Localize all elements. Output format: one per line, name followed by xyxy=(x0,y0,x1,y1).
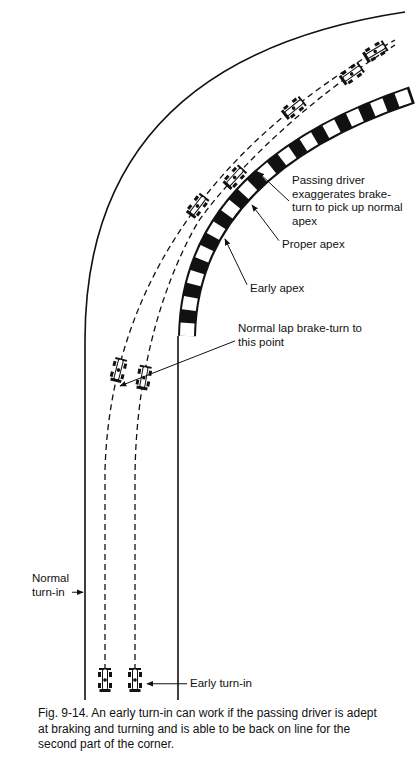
figure-caption: Fig. 9-14. An early turn-in can work if … xyxy=(38,706,383,753)
cars xyxy=(98,39,389,692)
curb-checks xyxy=(187,95,412,336)
race-car xyxy=(109,357,128,384)
callout-label: Normal lap brake-turn to this point xyxy=(238,322,378,349)
normal-line xyxy=(105,40,395,690)
leader-line xyxy=(120,341,235,386)
callout-label: Proper apex xyxy=(282,238,392,252)
race-car xyxy=(98,668,112,692)
leader-line xyxy=(225,239,247,285)
race-car xyxy=(280,95,307,121)
leader-line xyxy=(72,592,83,593)
race-car xyxy=(361,39,389,63)
leaders xyxy=(72,172,289,684)
leader-line xyxy=(252,205,279,241)
race-car xyxy=(135,365,153,391)
callout-label: Early apex xyxy=(250,282,360,296)
race-car xyxy=(221,164,248,191)
leader-line xyxy=(147,683,187,684)
leader-line xyxy=(258,172,289,201)
race-car xyxy=(128,668,142,692)
race-car xyxy=(185,192,211,220)
early-line xyxy=(135,45,395,690)
curb xyxy=(187,95,412,336)
callout-label: Passing driver exaggerates brake-turn to… xyxy=(292,174,404,228)
callout-label: Normal turn-in xyxy=(32,572,80,599)
callout-label: Early turn-in xyxy=(190,677,300,691)
inner-track-edge xyxy=(177,336,179,700)
race-car xyxy=(338,61,366,86)
